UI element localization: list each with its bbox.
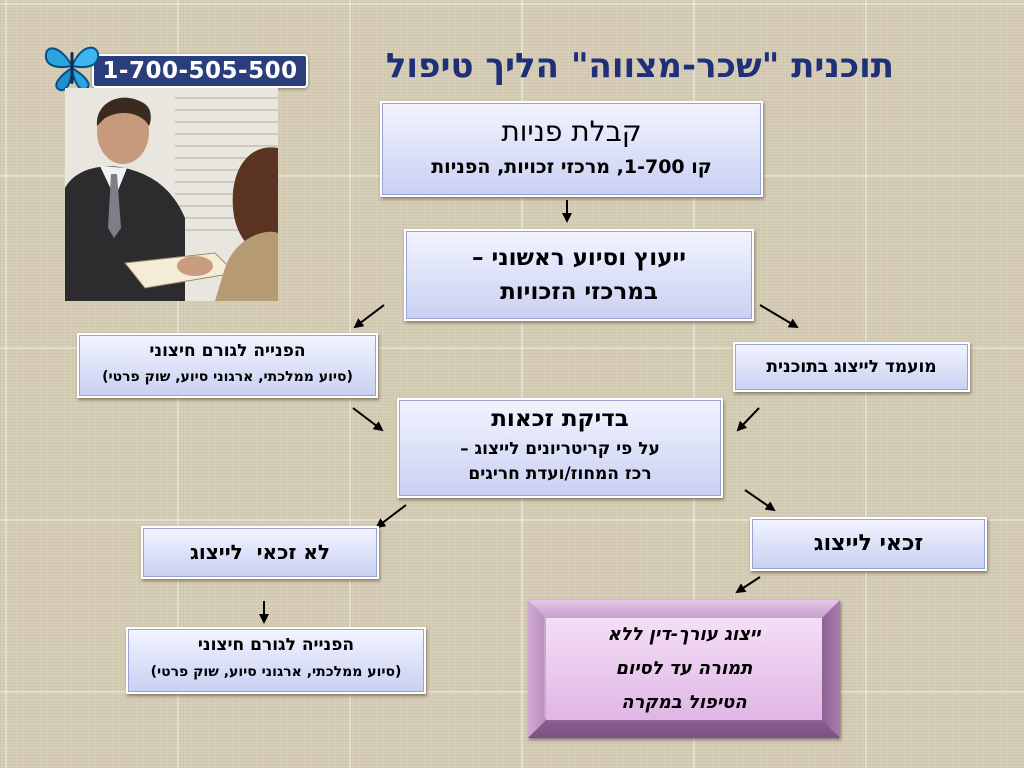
- arrow-referral-to-eligibility: [352, 407, 384, 432]
- representation-line3: הטיפול במקרה: [621, 692, 747, 713]
- not-eligible-box: לא זכאי לייצוג: [141, 526, 379, 579]
- representation-line1: ייצוג עורך-דין ללא: [607, 624, 761, 645]
- arrow-consult-to-candidate: [759, 304, 799, 329]
- candidate-label: מועמד לייצוג בתוכנית: [766, 357, 937, 377]
- intake-subtitle: קו 1-700, מרכזי זכויות, הפניות: [431, 156, 712, 178]
- referral-top-subtitle: (סיוע ממלכתי, ארגוני סיוע, שוק פרטי): [102, 369, 353, 385]
- consult-line2: במרכזי הזכויות: [500, 279, 658, 305]
- consultation-photo: [65, 88, 278, 301]
- phone-number: 1-700-505-500: [92, 54, 308, 88]
- arrow-consult-to-referral: [353, 304, 385, 329]
- eligibility-line2: רכז המחוז/ועדת חריגים: [468, 464, 652, 484]
- candidate-box: מועמד לייצוג בתוכנית: [733, 342, 970, 392]
- eligible-box: זכאי לייצוג: [750, 517, 987, 571]
- butterfly-icon: [44, 46, 100, 92]
- intake-title: קבלת פניות: [501, 115, 642, 148]
- arrow-eligible-to-representation: [735, 576, 761, 594]
- logo: 1-700-505-500: [22, 20, 308, 92]
- arrow-eligibility-to-eligible: [744, 489, 776, 512]
- representation-line2: תמורה עד לסיום: [615, 658, 753, 679]
- referral-top-box: הפנייה לגורם חיצוני (סיוע ממלכתי, ארגוני…: [77, 333, 378, 398]
- referral-bottom-box: הפנייה לגורם חיצוני (סיוע ממלכתי, ארגוני…: [126, 627, 426, 694]
- representation-box: ייצוג עורך-דין ללא תמורה עד לסיום הטיפול…: [528, 600, 840, 738]
- eligibility-title: בדיקת זכאות: [491, 406, 629, 432]
- not-eligible-label: לא זכאי לייצוג: [189, 540, 331, 564]
- representation-content: ייצוג עורך-דין ללא תמורה עד לסיום הטיפול…: [546, 618, 822, 720]
- eligibility-line1: על פי קריטריונים לייצוג –: [460, 439, 660, 459]
- referral-bottom-subtitle: (סיוע ממלכתי, ארגוני סיוע, שוק פרטי): [150, 664, 402, 680]
- referral-top-title: הפנייה לגורם חיצוני: [149, 341, 306, 361]
- consult-box: ייעוץ וסיוע ראשוני – במרכזי הזכויות: [404, 229, 754, 321]
- eligible-label: זכאי לייצוג: [813, 531, 924, 556]
- arrow-candidate-to-eligibility: [736, 407, 760, 432]
- arrow-eligibility-to-not-eligible: [375, 504, 407, 529]
- referral-bottom-title: הפנייה לגורם חיצוני: [197, 635, 355, 655]
- page-title: תוכנית "שכר-מצווה" הליך טיפול: [385, 46, 894, 86]
- intake-box: קבלת פניות קו 1-700, מרכזי זכויות, הפניו…: [380, 101, 763, 197]
- eligibility-box: בדיקת זכאות על פי קריטריונים לייצוג – רכ…: [397, 398, 723, 498]
- consult-line1: ייעוץ וסיוע ראשוני –: [471, 245, 687, 271]
